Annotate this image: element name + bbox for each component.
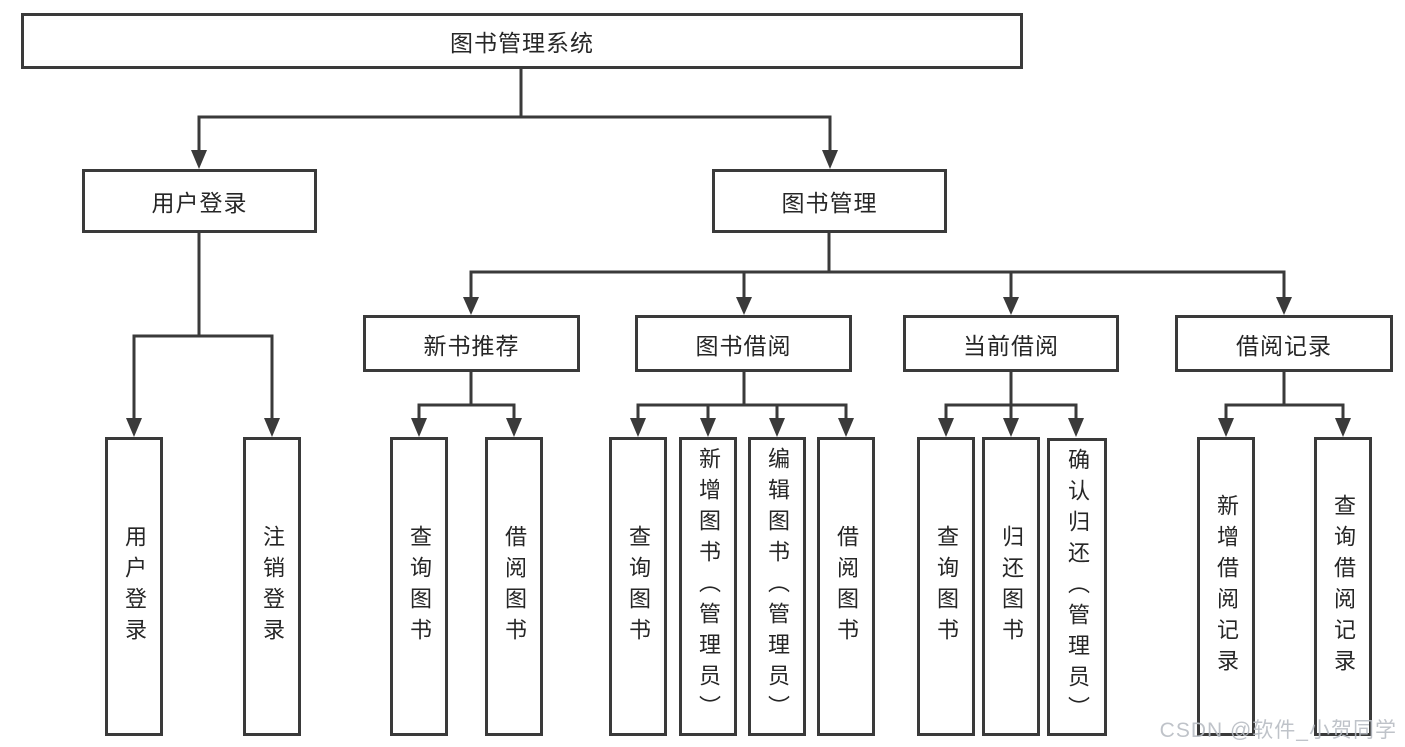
leaf-confirm-return-admin: 确认归还（管理员） (1047, 438, 1107, 736)
node-label: 编辑图书（管理员） (765, 447, 790, 726)
arrow-down-icon (769, 418, 785, 437)
leaf-query-books-recommend: 查询图书 (390, 437, 448, 736)
arrow-down-icon (506, 418, 522, 437)
arrow-down-icon (838, 418, 854, 437)
node-current-borrowing: 当前借阅 (903, 315, 1119, 372)
node-book-management: 图书管理 (712, 169, 947, 233)
node-label: 注销登录 (260, 524, 285, 649)
leaf-add-borrow-record: 新增借阅记录 (1197, 437, 1255, 736)
node-label: 新书推荐 (423, 332, 520, 359)
connector-lines (132, 69, 1345, 419)
leaf-add-books-admin: 新增图书（管理员） (679, 437, 737, 736)
arrow-down-icon (411, 418, 427, 437)
node-label: 用户登录 (122, 524, 147, 649)
arrow-down-icon (1335, 418, 1351, 437)
leaf-return-books: 归还图书 (982, 437, 1040, 736)
arrow-down-icon (822, 150, 838, 169)
arrow-down-icon (126, 418, 142, 437)
node-label: 图书管理 (781, 190, 878, 216)
arrow-down-icon (1068, 418, 1084, 437)
leaf-borrow-books: 借阅图书 (817, 437, 875, 736)
leaf-query-books-borrow: 查询图书 (609, 437, 667, 736)
node-label: 新增借阅记录 (1214, 493, 1239, 680)
node-label: 查询图书 (626, 524, 651, 649)
leaf-logout: 注销登录 (243, 437, 301, 736)
node-label: 图书借阅 (695, 332, 792, 359)
csdn-watermark: CSDN @软件_小贺同学 (1159, 719, 1397, 742)
arrow-down-icon (1218, 418, 1234, 437)
arrow-down-icon (700, 418, 716, 437)
arrow-down-icon (938, 418, 954, 437)
node-label: 查询图书 (407, 524, 432, 649)
arrow-down-icon (1003, 297, 1019, 315)
leaf-edit-books-admin: 编辑图书（管理员） (748, 437, 806, 736)
node-label: 借阅图书 (502, 524, 527, 649)
node-borrowing-records: 借阅记录 (1175, 315, 1393, 372)
node-label: 借阅图书 (834, 524, 859, 649)
node-label: 图书管理系统 (450, 30, 594, 56)
leaf-query-books-current: 查询图书 (917, 437, 975, 736)
leaf-user-login: 用户登录 (105, 437, 163, 736)
arrowheads (126, 150, 1351, 437)
arrow-down-icon (1003, 418, 1019, 437)
node-label: 查询借阅记录 (1331, 493, 1356, 680)
arrow-down-icon (463, 297, 479, 315)
leaf-query-borrow-record: 查询借阅记录 (1314, 437, 1372, 736)
node-label: 当前借阅 (963, 332, 1059, 359)
node-user-login: 用户登录 (82, 169, 317, 233)
arrow-down-icon (264, 418, 280, 437)
leaf-borrow-books-recommend: 借阅图书 (485, 437, 543, 736)
node-label: 用户登录 (151, 190, 248, 216)
node-book-borrowing: 图书借阅 (635, 315, 852, 372)
arrow-down-icon (191, 150, 207, 169)
node-label: 确认归还（管理员） (1065, 447, 1090, 727)
node-label: 查询图书 (934, 524, 959, 649)
node-label: 借阅记录 (1236, 332, 1332, 359)
arrow-down-icon (1276, 297, 1292, 315)
node-label: 归还图书 (999, 524, 1024, 649)
arrow-down-icon (630, 418, 646, 437)
node-new-book-recommend: 新书推荐 (363, 315, 580, 372)
node-label: 新增图书（管理员） (696, 447, 721, 726)
arrow-down-icon (736, 297, 752, 315)
node-root-library-system: 图书管理系统 (21, 13, 1023, 69)
